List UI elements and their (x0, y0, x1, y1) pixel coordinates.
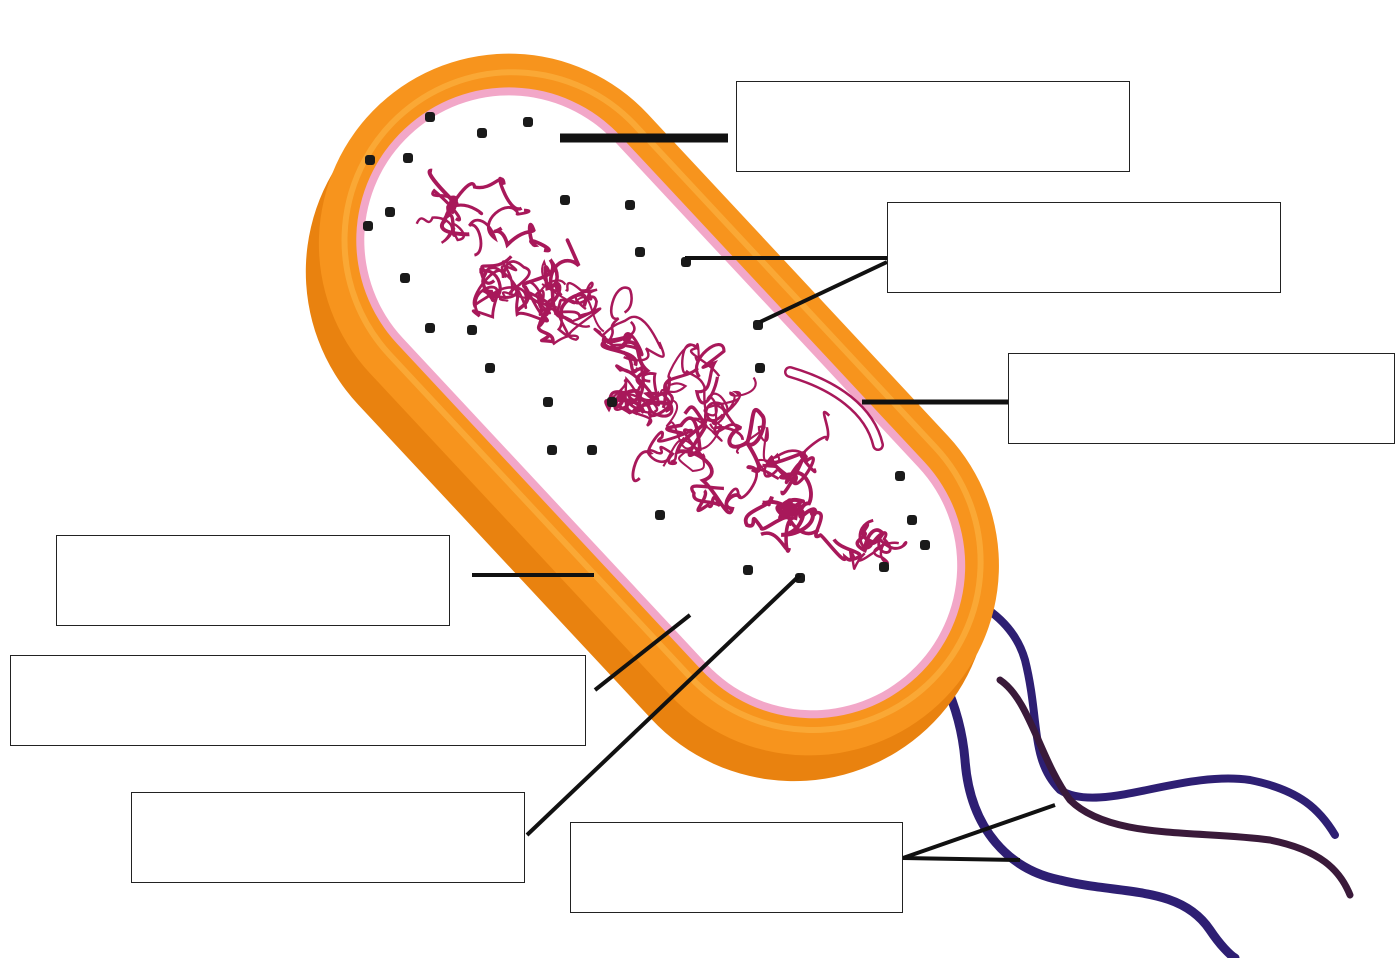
ribosome-dot (477, 128, 487, 138)
ribosome-dot (523, 117, 533, 127)
ribosome-dot (587, 445, 597, 455)
ribosome-dot (547, 445, 557, 455)
ribosome-dot (363, 221, 373, 231)
ribosome-dot (755, 363, 765, 373)
ribosome-dot (385, 207, 395, 217)
ribosome-dot (895, 471, 905, 481)
ribosome-dot (635, 247, 645, 257)
ribosome-dot (543, 397, 553, 407)
ribosome-dot (400, 273, 410, 283)
ribosome-dot (879, 562, 889, 572)
ribosome-dot (607, 397, 617, 407)
ribosome-dot (743, 565, 753, 575)
label-box-ribosome[interactable] (736, 81, 1130, 172)
ribosome-dot (425, 112, 435, 122)
ribosome-dot (467, 325, 477, 335)
label-box-cytoplasm[interactable] (887, 202, 1281, 293)
label-box-cell-membrane[interactable] (10, 655, 586, 746)
ribosome-dot (560, 195, 570, 205)
ribosome-dot (365, 155, 375, 165)
leader-flagella-b (903, 858, 1020, 860)
label-box-flagella[interactable] (570, 822, 903, 913)
ribosome-dot (655, 510, 665, 520)
ribosome-dot (907, 515, 917, 525)
ribosome-dot (625, 200, 635, 210)
ribosome-dot (485, 363, 495, 373)
label-box-cell-wall[interactable] (56, 535, 450, 626)
ribosome-dot (425, 323, 435, 333)
ribosome-dot (920, 540, 930, 550)
ribosome-dot (403, 153, 413, 163)
flagellum-2 (935, 585, 1335, 835)
label-box-plasmid[interactable] (1008, 353, 1395, 444)
label-box-nucleoid[interactable] (131, 792, 525, 883)
